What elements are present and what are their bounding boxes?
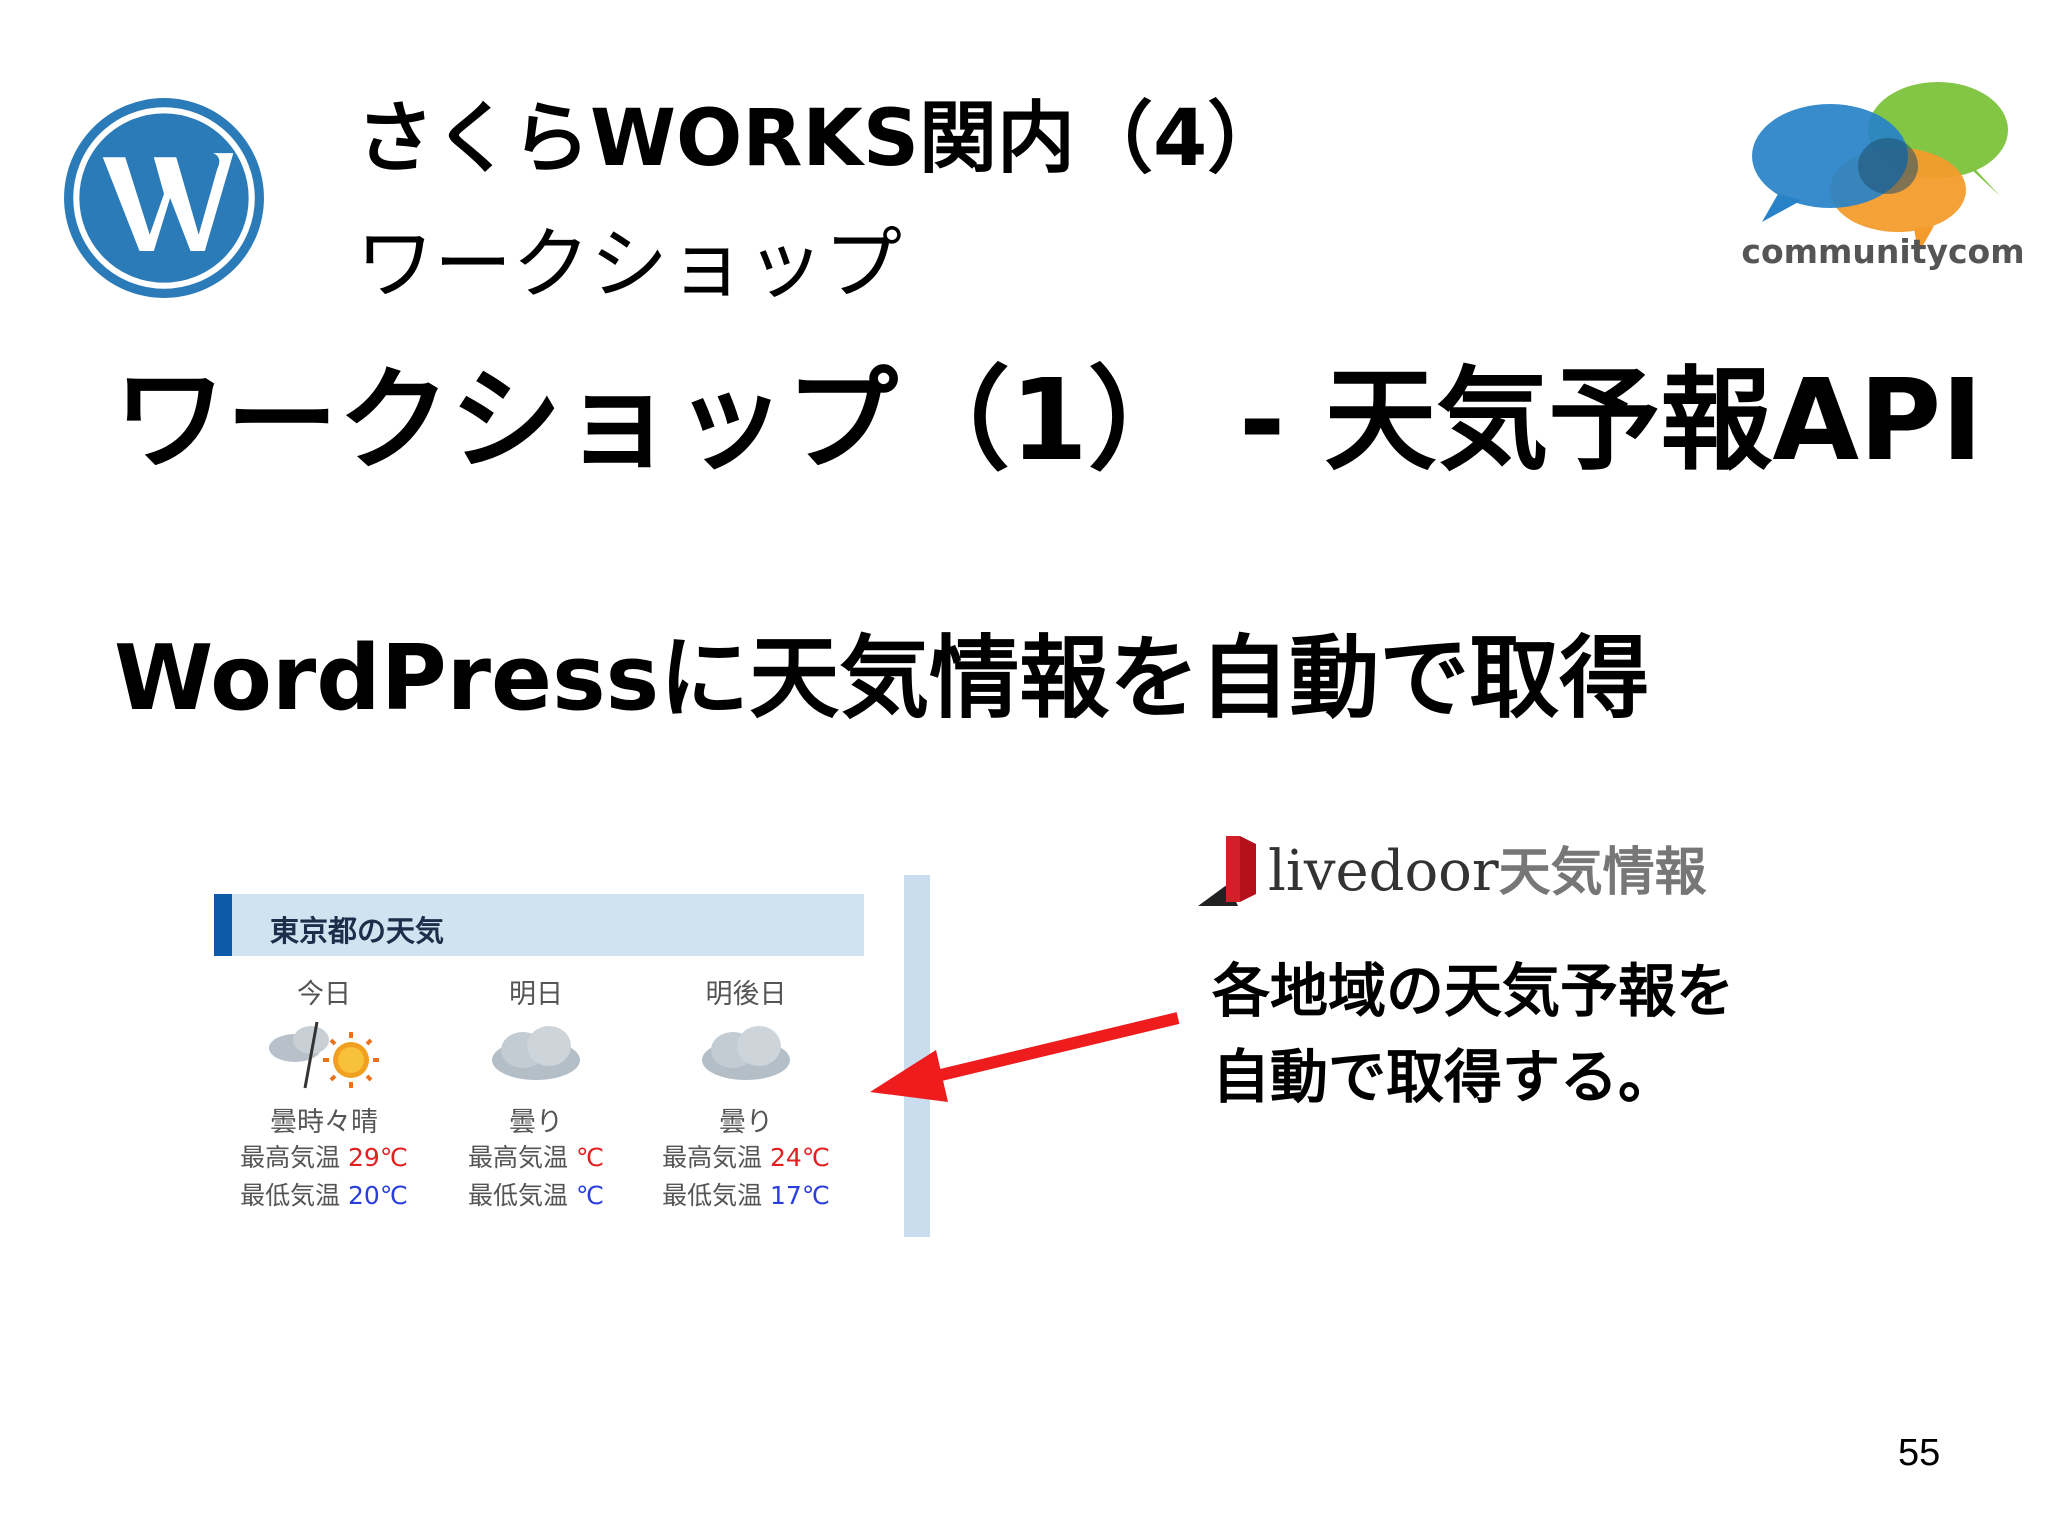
description-line-1: 各地域の天気予報を bbox=[1212, 957, 1735, 1025]
livedoor-logo-icon bbox=[1198, 836, 1256, 906]
slide-title: ワークショップ（1） - 天気予報API bbox=[114, 356, 1983, 486]
livedoor-wordmark: livedoor bbox=[1268, 839, 1499, 904]
low-temp-label: 最低気温 bbox=[240, 1181, 341, 1210]
low-temp-value: ℃ bbox=[575, 1181, 605, 1210]
day-label: 今日 bbox=[297, 979, 351, 1010]
high-temp-label: 最高気温 bbox=[240, 1143, 341, 1172]
low-temp-value: 20℃ bbox=[348, 1181, 408, 1210]
cloudy-icon bbox=[702, 1026, 790, 1080]
header-title: さくらWORKS関内（4） bbox=[356, 94, 1286, 184]
high-temp-row: 最高気温 24℃ bbox=[646, 1138, 846, 1176]
low-temp-row: 最低気温 ℃ bbox=[436, 1176, 636, 1214]
high-temp-row: 最高気温 ℃ bbox=[436, 1138, 636, 1176]
high-temp-label: 最高気温 bbox=[662, 1143, 763, 1172]
forecast-today: 今日 曇時々晴 最高気温 29℃ 最低気温 20℃ bbox=[224, 972, 424, 1214]
communitycom-logo-text: communitycom bbox=[1741, 232, 2025, 271]
low-temp-value: 17℃ bbox=[770, 1181, 830, 1210]
high-temp-value: 24℃ bbox=[770, 1143, 830, 1172]
widget-title: 東京都の天気 bbox=[270, 914, 445, 948]
low-temp-label: 最低気温 bbox=[662, 1181, 763, 1210]
high-temp-label: 最高気温 bbox=[467, 1143, 568, 1172]
page-number: 55 bbox=[1898, 1432, 1941, 1474]
cloudy-then-sunny-icon bbox=[269, 1021, 379, 1089]
low-temp-row: 最低気温 17℃ bbox=[646, 1176, 846, 1214]
communitycom-logo-icon bbox=[1752, 82, 2008, 254]
widget-header: 東京都の天気 bbox=[214, 894, 864, 956]
low-temp-row: 最低気温 20℃ bbox=[224, 1176, 424, 1214]
header-subtitle: ワークショップ bbox=[356, 220, 903, 310]
weather-description: 曇り bbox=[509, 1107, 563, 1138]
widget-sidebar-divider bbox=[904, 875, 930, 1237]
high-temp-value: 29℃ bbox=[348, 1143, 408, 1172]
forecast-day-after-tomorrow: 明後日 曇り 最高気温 24℃ 最低気温 17℃ bbox=[646, 972, 846, 1214]
slide-subtitle: WordPressに天気情報を自動で取得 bbox=[114, 626, 1650, 731]
wordpress-logo-icon bbox=[64, 98, 264, 298]
livedoor-weather-wordmark: 天気情報 bbox=[1498, 843, 1707, 903]
high-temp-row: 最高気温 29℃ bbox=[224, 1138, 424, 1176]
cloudy-icon bbox=[492, 1026, 580, 1080]
weather-widget: 東京都の天気 今日 曇時々晴 最高気温 29℃ 最低気温 20℃ 明日 bbox=[214, 894, 864, 1234]
livedoor-logo-text: livedoor天気情報 bbox=[1268, 830, 1707, 905]
description-line-2: 自動で取得する。 bbox=[1212, 1043, 1677, 1111]
pointer-arrow-icon bbox=[870, 1012, 1180, 1102]
high-temp-value: ℃ bbox=[575, 1143, 605, 1172]
low-temp-label: 最低気温 bbox=[467, 1181, 568, 1210]
weather-description: 曇時々晴 bbox=[270, 1107, 378, 1138]
forecast-tomorrow: 明日 曇り 最高気温 ℃ 最低気温 ℃ bbox=[436, 972, 636, 1214]
day-label: 明日 bbox=[509, 979, 563, 1010]
weather-description: 曇り bbox=[719, 1107, 773, 1138]
day-label: 明後日 bbox=[705, 979, 787, 1010]
